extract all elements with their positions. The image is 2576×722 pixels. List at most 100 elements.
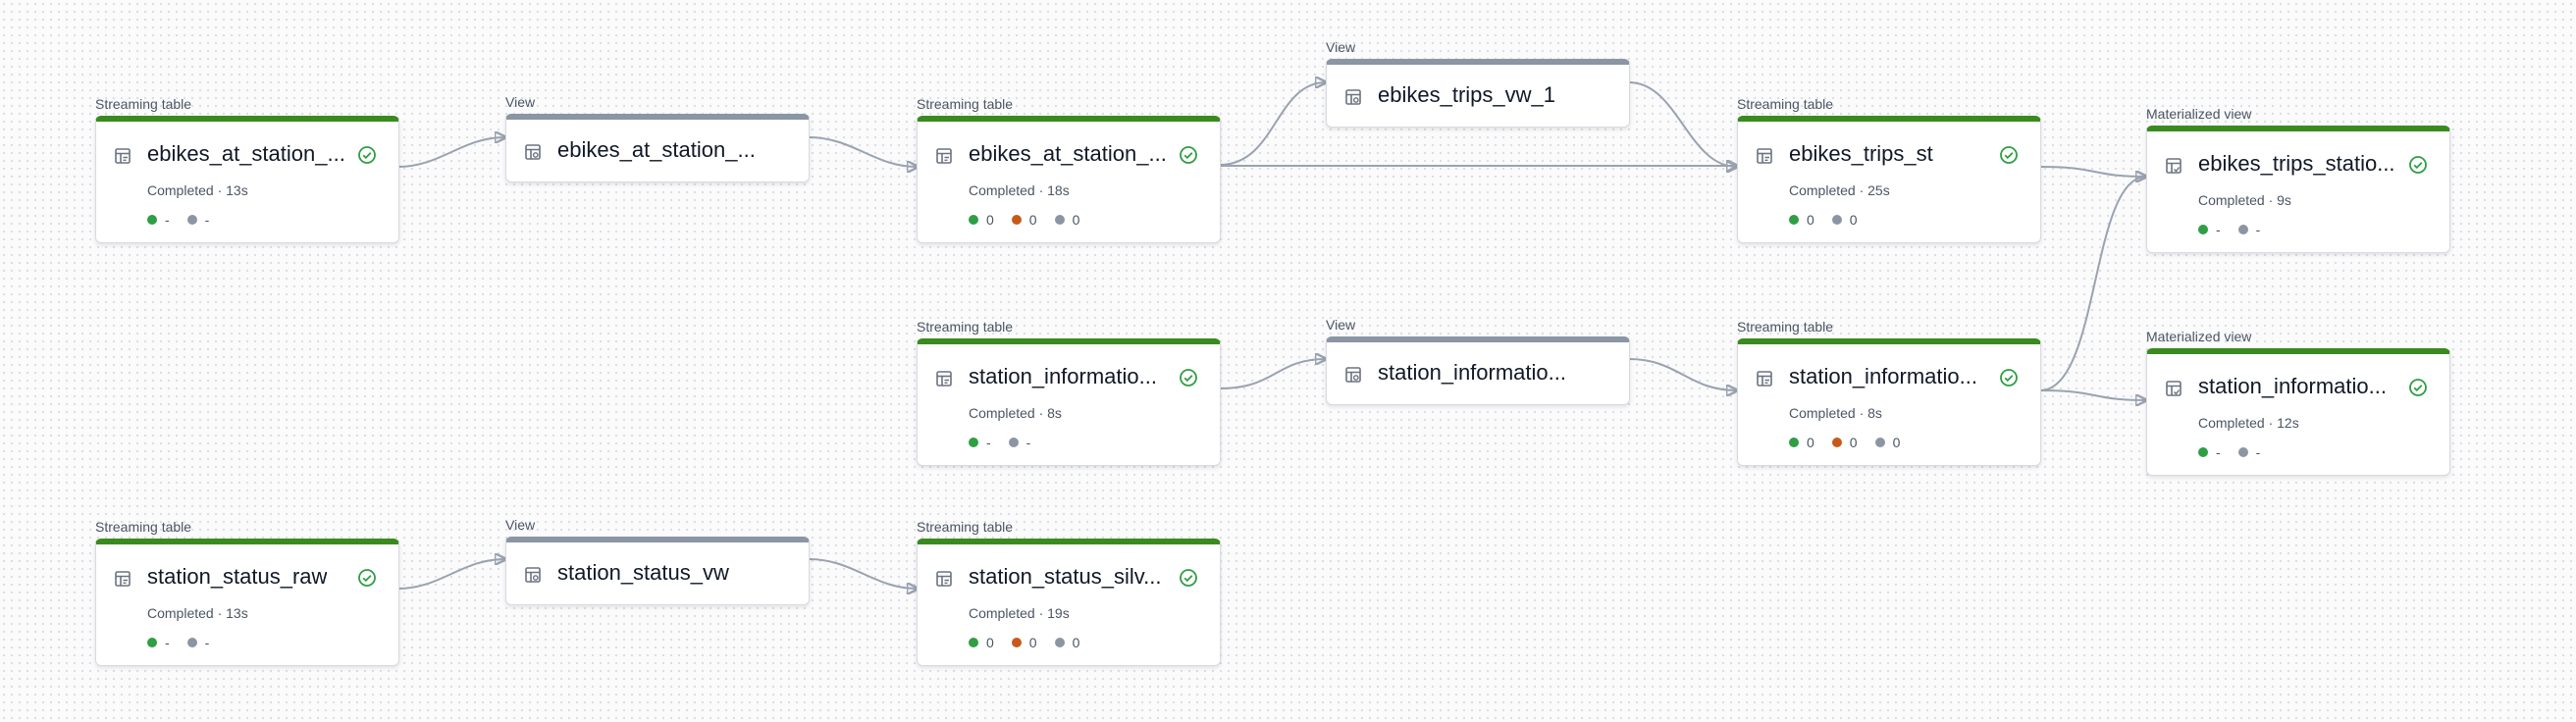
node-ebikes-trips-vw-1[interactable]: View ebikes_trips_vw_1 xyxy=(1326,39,1630,128)
neutral-dot-icon xyxy=(1054,215,1065,225)
success-dot-icon xyxy=(2198,447,2208,457)
node-ebikes-trips-station[interactable]: Materialized view ebikes_trips_statio...… xyxy=(2146,106,2450,253)
node-name: ebikes_trips_vw_1 xyxy=(1378,82,1555,107)
neutral-count: - xyxy=(2255,222,2261,237)
completed-check-icon xyxy=(358,146,376,164)
success-dot-icon xyxy=(1789,438,1799,447)
success-count: - xyxy=(165,212,170,228)
node-name: ebikes_trips_st xyxy=(1789,141,1933,166)
completed-check-icon xyxy=(2409,156,2427,174)
node-name: station_informatio... xyxy=(2198,374,2387,398)
neutral-count: - xyxy=(1025,435,1031,450)
node-card[interactable]: station_informatio... xyxy=(1326,336,1630,405)
node-card[interactable]: station_informatio... Completed · 8s - - xyxy=(917,338,1221,466)
node-card[interactable]: ebikes_at_station_... Completed · 18s 0 … xyxy=(917,116,1221,243)
node-station-information-gold[interactable]: Materialized view station_informatio... … xyxy=(2146,329,2450,476)
view-icon xyxy=(525,567,541,583)
node-card[interactable]: station_informatio... Completed · 12s - … xyxy=(2146,348,2450,476)
node-card[interactable]: station_status_raw Completed · 13s - - xyxy=(95,539,399,666)
node-kind-label: View xyxy=(505,517,536,533)
node-card[interactable]: ebikes_trips_vw_1 xyxy=(1326,59,1630,128)
streaming-table-icon xyxy=(115,571,131,587)
success-count: 0 xyxy=(986,212,994,228)
neutral-dot-icon xyxy=(1008,438,1019,447)
streaming-table-icon xyxy=(1757,371,1772,387)
node-status: Completed · 8s xyxy=(969,405,1062,421)
neutral-count: - xyxy=(204,635,210,650)
node-counts: - - xyxy=(2198,444,2278,460)
node-name: station_informatio... xyxy=(1378,360,1566,385)
node-kind-label: View xyxy=(505,94,536,110)
success-dot-icon xyxy=(969,638,978,647)
node-status: Completed · 9s xyxy=(2198,192,2291,208)
node-card[interactable]: station_informatio... Completed · 8s 0 0… xyxy=(1737,338,2041,466)
completed-check-icon xyxy=(1180,569,1197,587)
node-counts: 0 0 0 xyxy=(969,212,1097,228)
edge-n11-n12 xyxy=(396,559,505,590)
node-name: station_status_silv... xyxy=(969,564,1162,589)
edge-n4-n5 xyxy=(1628,81,1737,167)
completed-check-icon xyxy=(2000,146,2018,164)
edge-n12-n13 xyxy=(808,558,918,589)
node-status: Completed · 8s xyxy=(1789,405,1882,421)
node-station-information-raw[interactable]: Streaming table station_informatio... Co… xyxy=(917,319,1221,466)
materialized-view-icon xyxy=(2166,158,2182,174)
node-station-status-raw[interactable]: Streaming table station_status_raw Compl… xyxy=(95,519,399,666)
node-counts: - - xyxy=(147,635,227,650)
success-count: 0 xyxy=(986,635,994,650)
node-ebikes-at-station-silver[interactable]: Streaming table ebikes_at_station_... Co… xyxy=(917,96,1221,243)
warning-count: 0 xyxy=(1849,435,1858,450)
node-station-status-silver[interactable]: Streaming table station_status_silv... C… xyxy=(917,519,1221,666)
streaming-table-icon xyxy=(936,571,952,587)
node-name: station_status_vw xyxy=(557,560,729,585)
node-status: Completed · 13s xyxy=(147,605,248,621)
node-card[interactable]: ebikes_at_station_... Completed · 13s - … xyxy=(95,116,399,243)
node-status: Completed · 25s xyxy=(1789,182,1890,198)
edge-n3-n4 xyxy=(1219,82,1326,166)
node-station-status-vw[interactable]: View station_status_vw xyxy=(505,517,810,605)
node-station-information-vw[interactable]: View station_informatio... xyxy=(1326,317,1630,405)
node-name: ebikes_at_station_... xyxy=(557,137,756,162)
node-ebikes-trips-st[interactable]: Streaming table ebikes_trips_st Complete… xyxy=(1737,96,2041,243)
neutral-dot-icon xyxy=(186,638,197,647)
success-dot-icon xyxy=(1789,215,1799,225)
node-name: station_informatio... xyxy=(969,364,1157,388)
node-name: station_informatio... xyxy=(1789,364,1977,388)
node-station-information-silver[interactable]: Streaming table station_informatio... Co… xyxy=(1737,319,2041,466)
success-count: - xyxy=(2216,444,2221,460)
materialized-view-icon xyxy=(2166,381,2182,396)
node-card[interactable]: station_status_silv... Completed · 19s 0… xyxy=(917,539,1221,666)
completed-check-icon xyxy=(1180,146,1197,164)
node-ebikes-at-station-raw[interactable]: Streaming table ebikes_at_station_... Co… xyxy=(95,96,399,243)
streaming-table-icon xyxy=(1757,148,1772,164)
streaming-table-icon xyxy=(115,148,131,164)
node-name: ebikes_at_station_... xyxy=(969,141,1167,166)
edge-n9-n10 xyxy=(2039,389,2146,400)
success-dot-icon xyxy=(969,438,978,447)
warning-dot-icon xyxy=(1831,438,1842,447)
node-card[interactable]: ebikes_trips_statio... Completed · 9s - … xyxy=(2146,126,2450,253)
node-kind-label: Streaming table xyxy=(1737,319,1834,335)
neutral-count: - xyxy=(2255,444,2261,460)
node-counts: 0 0 xyxy=(1789,212,1875,228)
view-icon xyxy=(1345,89,1361,105)
success-count: 0 xyxy=(1807,212,1814,228)
node-kind-label: View xyxy=(1326,317,1356,333)
success-dot-icon xyxy=(147,215,157,225)
success-dot-icon xyxy=(147,638,157,647)
view-icon xyxy=(525,144,541,160)
node-status: Completed · 13s xyxy=(147,182,248,198)
node-kind-label: Streaming table xyxy=(95,519,192,535)
node-card[interactable]: ebikes_at_station_... xyxy=(505,114,810,182)
node-kind-label: Materialized view xyxy=(2146,329,2252,344)
view-icon xyxy=(1345,367,1361,383)
node-ebikes-at-station-vw[interactable]: View ebikes_at_station_... xyxy=(505,94,810,182)
success-dot-icon xyxy=(969,215,978,225)
node-card[interactable]: ebikes_trips_st Completed · 25s 0 0 xyxy=(1737,116,2041,243)
node-kind-label: Streaming table xyxy=(917,319,1014,335)
edge-n1-n2 xyxy=(396,137,505,168)
streaming-table-icon xyxy=(936,371,952,387)
edge-n5-n6 xyxy=(2039,166,2146,177)
node-card[interactable]: station_status_vw xyxy=(505,537,810,605)
node-counts: - - xyxy=(147,212,227,228)
